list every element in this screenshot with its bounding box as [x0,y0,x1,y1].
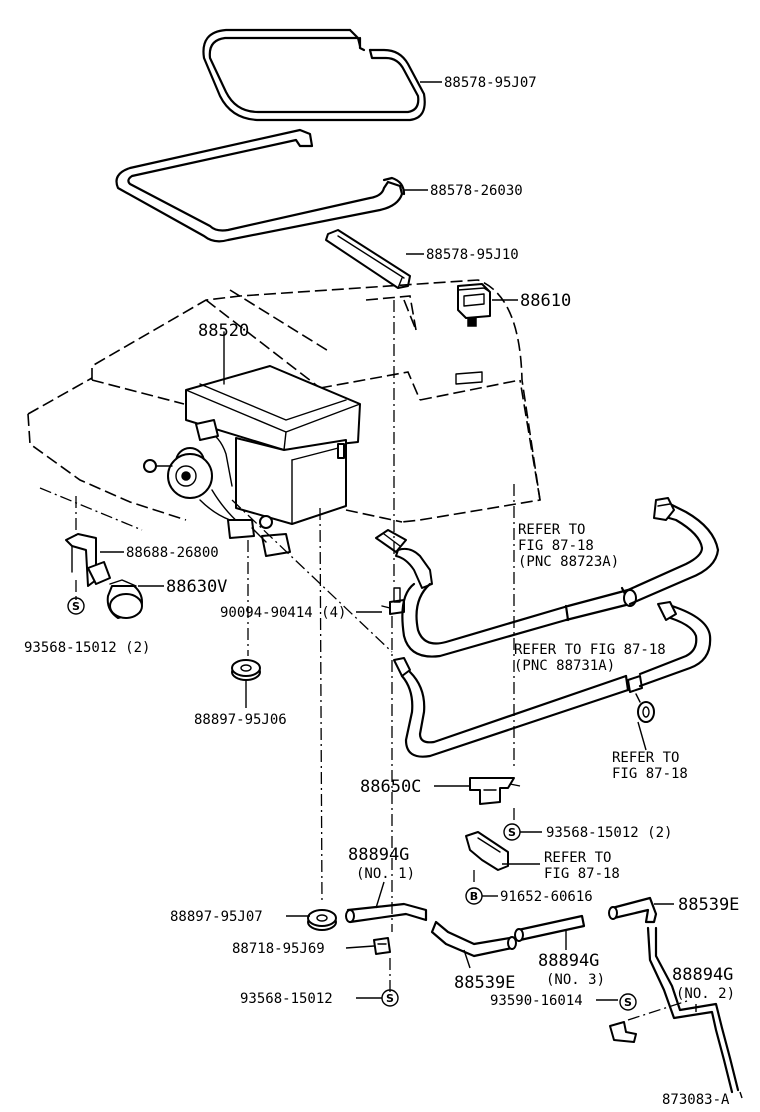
grommet-88897-95J07 [307,909,337,931]
label-88578-26030: 88578-26030 [430,183,523,199]
refer4-line1: REFER TO [544,850,611,866]
label-88718-95J69: 88718-95J69 [232,941,325,957]
label-88894G-no1-sub: (NO. 1) [356,866,415,882]
s-symbol-3: S [381,989,399,1007]
b-symbol-1: B [465,887,483,905]
label-88539E-center: 88539E [454,973,515,993]
duct-hose-88894G-no1 [345,902,428,924]
clamp-88650C [469,777,515,805]
bolt-90094-90414 [381,587,405,615]
label-93568-15012-2b: 93568-15012 (2) [546,825,672,841]
servo-88630V [65,533,143,619]
leader-lines [75,81,743,1099]
hose-upper-88723A [375,497,720,658]
part-labels: 88578-95J07 88578-26030 88578-95J10 8861… [24,75,739,1108]
s-symbol-2: S [503,823,521,841]
refer4-line2: FIG 87-18 [544,866,620,882]
label-88630V: 88630V [166,577,227,597]
duct-hose-88894G-no3 [514,914,586,942]
refer2-line2: (PNC 88731A) [514,658,615,674]
refer1-line3: (PNC 88723A) [518,554,619,570]
clip-93590-16014 [609,1021,637,1043]
seal-88578-26030 [115,128,406,243]
refer3-line2: FIG 87-18 [612,766,688,782]
heater-unit-88520 [143,331,361,557]
refer2-line1: REFER TO FIG 87-18 [514,642,666,658]
label-93568-15012: 93568-15012 [240,991,333,1007]
assembly-lines [39,300,691,1021]
svg-text:S: S [508,826,516,839]
refer1-line1: REFER TO [518,522,585,538]
label-90094-90414: 90094-90414 (4) [220,605,346,621]
hose-clamp-ring [635,693,655,723]
bracket-lower [465,831,509,871]
hose-lower-88731A [393,601,712,758]
duct-hose-88539E-center [430,920,517,958]
label-91652-60616: 91652-60616 [500,889,593,905]
s-symbol-1: S [67,597,85,615]
seal-88578-95J07 [202,28,426,122]
svg-text:S: S [624,996,632,1009]
label-88688-26800: 88688-26800 [126,545,219,561]
switch-88610 [457,283,491,327]
label-88520: 88520 [198,321,249,341]
dashboard-outline [27,279,541,523]
label-88897-95J06: 88897-95J06 [194,712,287,728]
label-88578-95J07: 88578-95J07 [444,75,537,91]
label-88894G-no3-sub: (NO. 3) [546,972,605,988]
pipe-88894G-no2 [646,926,740,1094]
label-88897-95J07: 88897-95J07 [170,909,263,925]
svg-text:S: S [386,992,394,1005]
s-symbol-4: S [619,993,637,1011]
label-93568-15012-2a: 93568-15012 (2) [24,640,150,656]
label-88650C: 88650C [360,777,421,797]
strip-88578-95J10 [325,229,411,289]
refer3-line1: REFER TO [612,750,679,766]
clip-88718-95J69 [373,937,391,955]
label-88894G-no1: 88894G [348,845,409,865]
figure-id: 873083-A [662,1092,730,1108]
label-88894G-no3: 88894G [538,951,599,971]
refer1-line2: FIG 87-18 [518,538,594,554]
grommet-88897-95J06 [231,659,261,681]
label-93590-16014: 93590-16014 [490,993,583,1009]
label-88539E-right: 88539E [678,895,739,915]
label-88894G-no2: 88894G [672,965,733,985]
svg-text:B: B [470,890,478,903]
label-88894G-no2-sub: (NO. 2) [676,986,735,1002]
svg-text:S: S [72,600,80,613]
duct-88539E-right [608,896,658,924]
label-88578-95J10: 88578-95J10 [426,247,519,263]
label-88610: 88610 [520,291,571,311]
